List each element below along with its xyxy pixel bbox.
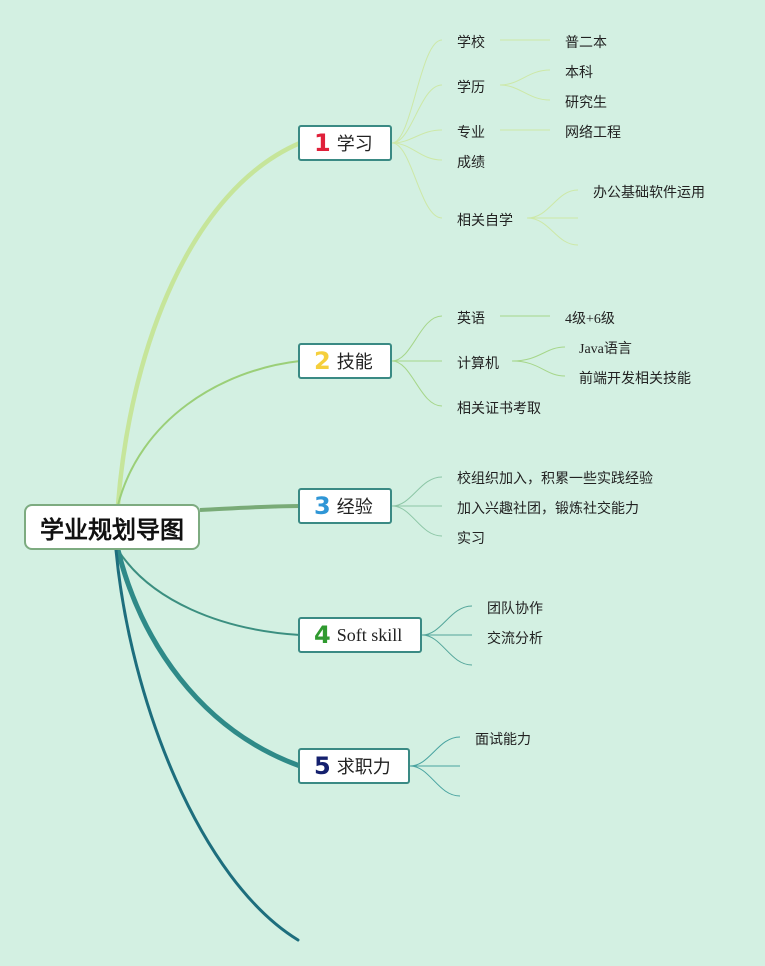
leaf-second-tier[interactable]: 普二本 (565, 35, 607, 51)
leaf-major[interactable]: 专业 (457, 125, 485, 141)
leaf-self-study[interactable]: 相关自学 (457, 213, 513, 229)
leaf-office-software[interactable]: 办公基础软件运用 (593, 185, 705, 201)
branch-number-2: 2 (314, 347, 331, 375)
leaf-java[interactable]: Java语言 (579, 342, 632, 357)
branch-number-3: 3 (314, 492, 331, 520)
leaf-interview[interactable]: 面试能力 (475, 732, 531, 748)
leaf-degree[interactable]: 学历 (457, 80, 485, 96)
branch-node-job-readiness[interactable]: 5 求职力 (298, 748, 410, 784)
branch-label-experience: 经验 (336, 497, 373, 518)
trunk-5 (115, 547, 303, 769)
leaf-internship[interactable]: 实习 (457, 531, 485, 547)
trunk-4 (117, 549, 301, 636)
trunk-6 (114, 548, 300, 942)
leaf-computer[interactable]: 计算机 (457, 356, 499, 372)
fan-branch-3 (391, 476, 443, 537)
branch-node-experience[interactable]: 3 经验 (298, 488, 392, 524)
trunk-1 (115, 140, 303, 508)
leaf-network-engineering[interactable]: 网络工程 (565, 125, 621, 141)
fan-branch-2 (391, 315, 566, 407)
trunk-3 (199, 504, 301, 512)
branch-number-1: 1 (314, 129, 331, 157)
branch-number-5: 5 (314, 752, 331, 780)
branch-label-job-readiness: 求职力 (336, 757, 391, 778)
leaf-bachelor[interactable]: 本科 (565, 65, 593, 81)
leaf-frontend[interactable]: 前端开发相关技能 (579, 371, 691, 387)
leaf-teamwork[interactable]: 团队协作 (487, 601, 543, 617)
leaf-grades[interactable]: 成绩 (457, 155, 485, 171)
trunk-2 (117, 360, 301, 506)
branch-number-4: 4 (314, 621, 331, 649)
branch-label-soft-skill: Soft skill (336, 624, 403, 645)
leaf-cet-4-6[interactable]: 4级+6级 (565, 312, 615, 327)
leaf-postgraduate[interactable]: 研究生 (565, 95, 607, 111)
fan-branch-5 (409, 736, 461, 797)
leaf-english[interactable]: 英语 (457, 311, 485, 327)
leaf-certificates[interactable]: 相关证书考取 (457, 401, 541, 417)
branch-node-skills[interactable]: 2 技能 (298, 343, 392, 379)
leaf-interest-club[interactable]: 加入兴趣社团，锻炼社交能力 (457, 501, 639, 517)
branch-node-study[interactable]: 1 学习 (298, 125, 392, 161)
root-node[interactable]: 学业规划导图 (24, 504, 200, 550)
fan-branch-1 (391, 39, 579, 246)
leaf-communication[interactable]: 交流分析 (487, 631, 543, 647)
leaf-school-organization[interactable]: 校组织加入，积累一些实践经验 (457, 471, 653, 487)
branch-node-soft-skill[interactable]: 4 Soft skill (298, 617, 422, 653)
fan-branch-4 (421, 605, 473, 666)
branch-label-study: 学习 (336, 134, 373, 155)
branch-label-skills: 技能 (336, 352, 373, 373)
leaf-school[interactable]: 学校 (457, 35, 485, 51)
